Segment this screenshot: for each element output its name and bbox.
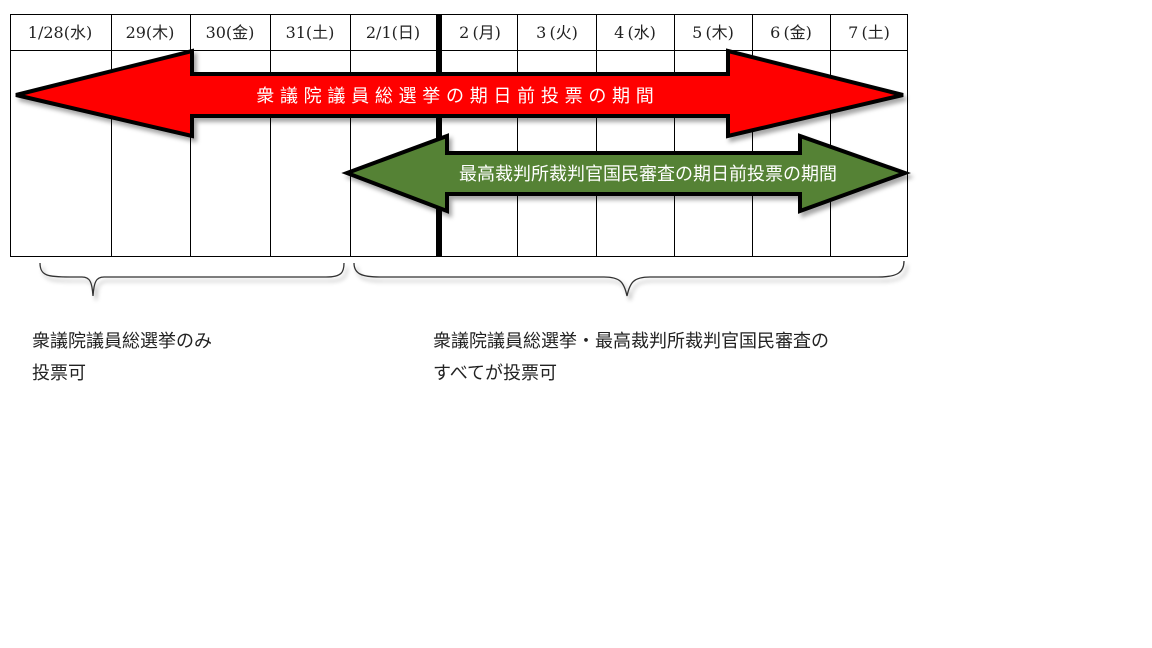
schedule-table bbox=[10, 14, 908, 257]
day-header: 2/1(日) bbox=[366, 23, 420, 42]
supreme-court-review-arrow bbox=[341, 133, 911, 214]
left-note-line1: 衆議院議員総選挙のみ bbox=[32, 331, 212, 352]
period-divider bbox=[436, 14, 442, 257]
day-header: 31(土) bbox=[286, 23, 335, 42]
left-note-line2: 投票可 bbox=[32, 363, 86, 384]
supreme-court-review-arrow-label: 最高裁判所裁判官国民審査の期日前投票の期間 bbox=[459, 164, 837, 185]
house-election-arrow bbox=[15, 48, 904, 139]
right-period-note: 衆議院議員総選挙・最高裁判所裁判官国民審査の すべてが投票可 bbox=[433, 326, 829, 390]
right-period-brace bbox=[353, 260, 905, 297]
left-period-brace bbox=[39, 262, 345, 297]
day-header: 6 (金) bbox=[770, 23, 812, 42]
day-header: 3 (火) bbox=[536, 23, 578, 42]
day-header: 2 (月) bbox=[459, 23, 501, 42]
day-headers: 1/28(水) 29(木) 30(金) 31(土) 2/1(日) 2 (月) 3… bbox=[28, 23, 890, 42]
house-election-arrow-label: 衆 議 院 議 員 総 選 挙 の 期 日 前 投 票 の 期 間 bbox=[256, 86, 654, 107]
right-note-line1: 衆議院議員総選挙・最高裁判所裁判官国民審査の bbox=[433, 331, 829, 352]
right-note-line2: すべてが投票可 bbox=[433, 363, 558, 384]
day-header: 1/28(水) bbox=[28, 23, 92, 42]
day-header: 29(木) bbox=[126, 23, 175, 42]
day-header: 30(金) bbox=[206, 23, 255, 42]
day-header: 5 (木) bbox=[692, 23, 734, 42]
left-period-note: 衆議院議員総選挙のみ 投票可 bbox=[32, 326, 212, 390]
day-header: 7 (土) bbox=[848, 23, 890, 42]
day-header: 4 (水) bbox=[614, 23, 656, 42]
